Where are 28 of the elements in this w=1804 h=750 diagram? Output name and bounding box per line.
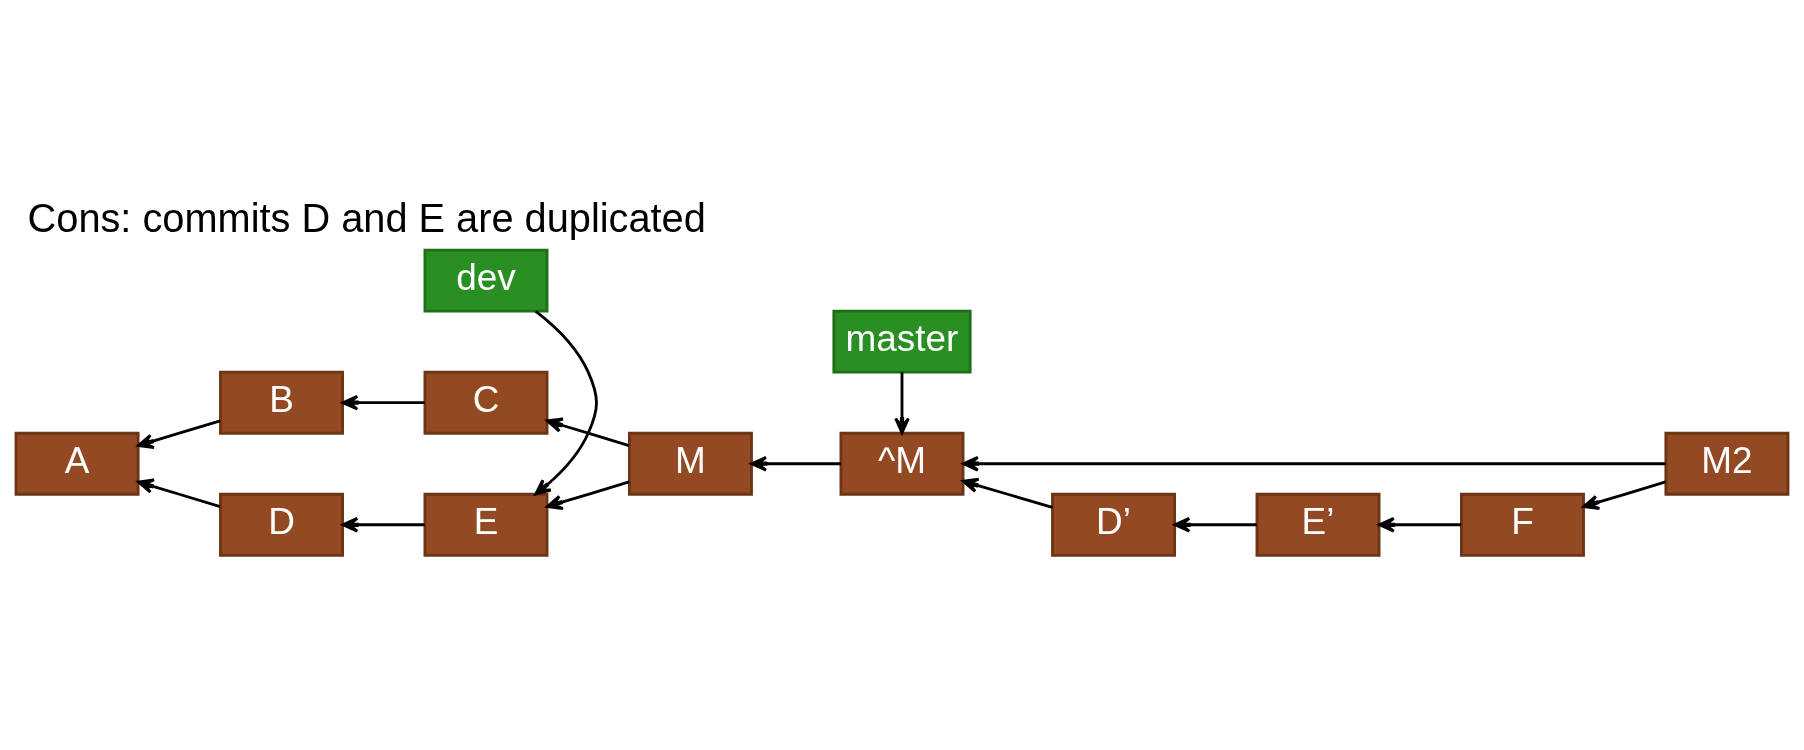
arrow	[546, 417, 630, 447]
arrow	[1582, 480, 1666, 511]
arrow	[341, 394, 425, 411]
node-box: dev	[423, 248, 549, 313]
node-box: C	[423, 370, 549, 435]
arrow	[546, 480, 630, 511]
node-box: M	[627, 431, 753, 496]
arrow	[750, 455, 841, 472]
node-box: E	[423, 492, 549, 557]
arrow	[894, 372, 910, 435]
node-box: M2	[1664, 431, 1790, 496]
node-box: D’	[1051, 492, 1177, 557]
arrow	[137, 419, 221, 449]
arrow	[961, 477, 1053, 509]
node-box: F	[1460, 492, 1585, 557]
arrow	[341, 517, 425, 533]
arrow	[962, 455, 1666, 472]
node-box: A	[14, 431, 140, 496]
arrow	[534, 310, 598, 496]
diagram-title: Cons: commits D and E are duplicated	[27, 196, 706, 241]
arrow	[137, 478, 221, 508]
node-box: E’	[1255, 492, 1381, 557]
node-box: B	[219, 370, 344, 435]
node-box: D	[219, 492, 344, 557]
node-box: ^M	[839, 431, 965, 496]
node-box: master	[832, 309, 972, 374]
arrow	[1173, 517, 1257, 533]
arrow	[1378, 517, 1462, 533]
